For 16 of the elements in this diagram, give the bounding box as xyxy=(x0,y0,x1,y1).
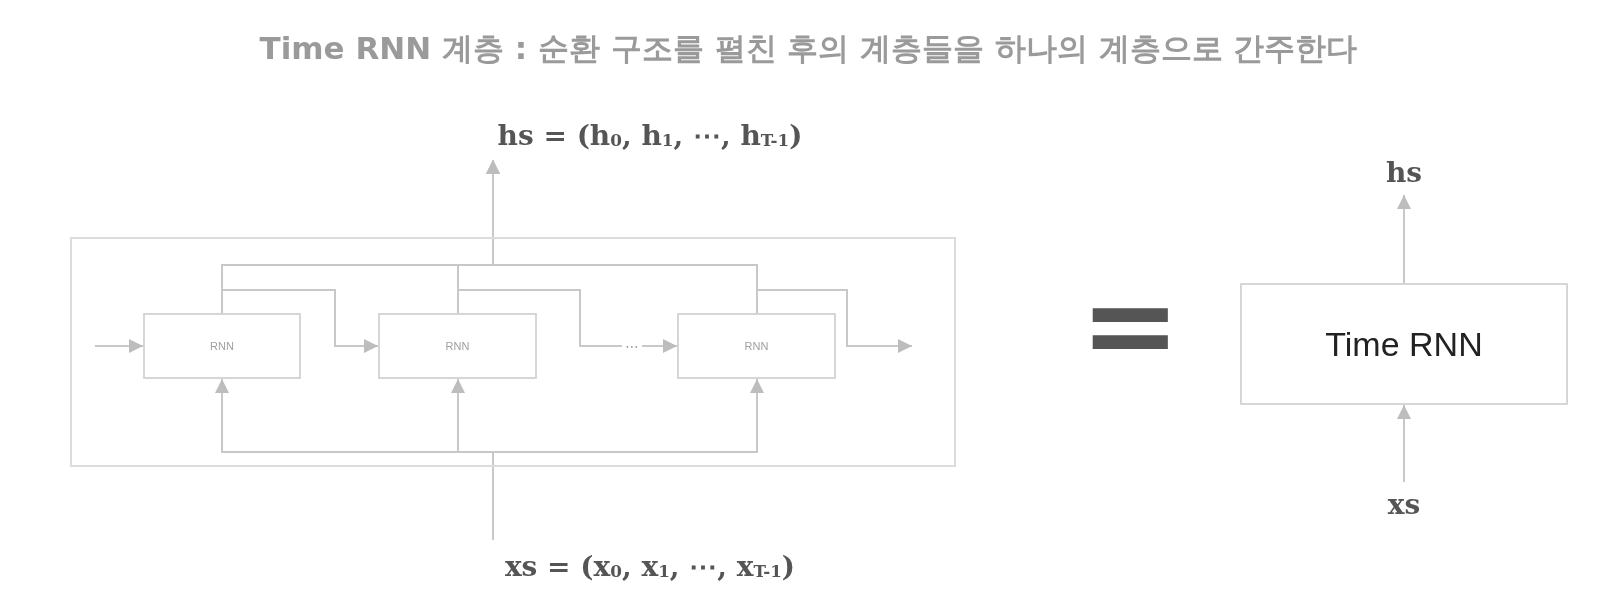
equals-sign: = xyxy=(1080,265,1181,385)
arrow xyxy=(457,289,678,353)
arrow xyxy=(221,289,379,353)
arrow xyxy=(94,339,144,353)
title: Time RNN 계층 : 순환 구조를 펼친 후의 계층들을 하나의 계층으로 간주한다 xyxy=(258,29,1359,68)
output-label: hs xyxy=(1364,150,1444,195)
arrow xyxy=(492,378,764,541)
time-rnn-box: Time RNN xyxy=(1240,283,1568,405)
arrow xyxy=(756,289,913,353)
rnn-box: RNN xyxy=(378,313,537,379)
frame-box xyxy=(70,237,956,467)
input-label: xs xyxy=(1364,482,1444,527)
rnn-box: RNN xyxy=(677,313,836,379)
arrow xyxy=(1397,194,1411,284)
arrow xyxy=(1397,404,1411,483)
rnn-box: RNN xyxy=(143,313,301,379)
